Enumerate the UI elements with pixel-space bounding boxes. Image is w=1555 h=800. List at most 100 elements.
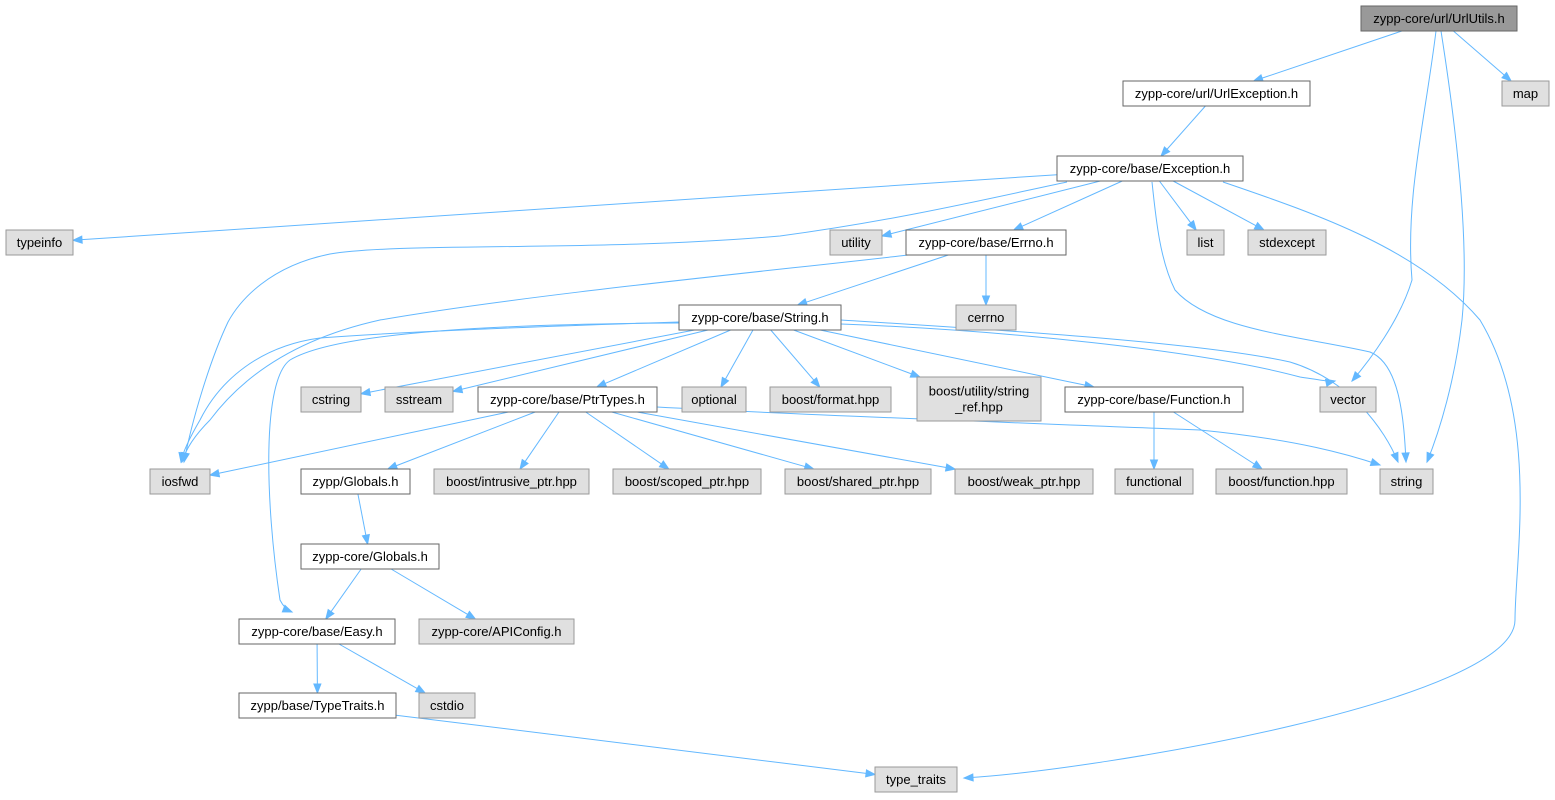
edge-exception-to-typeinfo xyxy=(71,174,1058,244)
node-label: zypp-core/base/Errno.h xyxy=(918,235,1053,250)
node-box xyxy=(5,229,74,256)
node-box xyxy=(1114,468,1194,495)
node-label: cstring xyxy=(312,392,350,407)
edge-ptrtypes-to-weak xyxy=(636,411,957,472)
node-intrusive: boost/intrusive_ptr.hpp xyxy=(433,468,590,495)
node-label: boost/shared_ptr.hpp xyxy=(797,474,919,489)
node-box xyxy=(300,543,440,570)
arrow-head-icon xyxy=(1351,371,1362,383)
node-box xyxy=(955,304,1017,331)
edge-function_h-to-boostfunction xyxy=(1173,411,1264,470)
node-box xyxy=(238,618,396,645)
edge-line xyxy=(793,329,912,375)
node-box xyxy=(612,468,762,495)
node-iosfwd: iosfwd xyxy=(149,468,211,495)
edge-string_h-to-iosfwd xyxy=(178,321,680,464)
node-box xyxy=(769,386,892,413)
node-typetraits_h[interactable]: zypp/base/TypeTraits.h xyxy=(238,692,397,719)
node-apiconfig: zypp-core/APIConfig.h xyxy=(418,618,575,645)
node-cstdio: cstdio xyxy=(418,692,476,719)
edge-line xyxy=(1172,180,1257,227)
arrow-head-icon xyxy=(865,769,877,778)
edge-line xyxy=(724,329,754,380)
node-label: functional xyxy=(1126,474,1182,489)
arrow-head-icon xyxy=(796,297,809,307)
node-errno[interactable]: zypp-core/base/Errno.h xyxy=(905,229,1067,256)
node-type_traits: type_traits xyxy=(874,766,958,793)
edge-line xyxy=(1351,30,1437,382)
arrow-head-icon xyxy=(325,608,335,621)
edge-string_h-to-boostformat xyxy=(770,329,821,389)
arrow-head-icon xyxy=(178,451,187,464)
node-typeinfo: typeinfo xyxy=(5,229,74,256)
edge-string_h-to-ptrtypes xyxy=(595,329,731,388)
node-box xyxy=(1186,229,1225,256)
edge-line xyxy=(183,181,1068,463)
edge-coreglobals-to-easy xyxy=(325,568,362,621)
edge-string_h-to-optional xyxy=(720,329,754,389)
edge-line xyxy=(1426,30,1465,463)
edge-line xyxy=(1453,30,1505,76)
edge-urlutils-to-map xyxy=(1453,30,1513,82)
arrow-head-icon xyxy=(465,610,477,620)
edge-exception-to-type_traits xyxy=(962,181,1521,782)
edge-exception-to-errno xyxy=(1012,180,1123,231)
node-box xyxy=(418,692,476,719)
node-label: zypp-core/base/String.h xyxy=(691,310,828,325)
edge-errno-to-string_h xyxy=(796,254,949,307)
edge-exception-to-list xyxy=(1158,180,1197,232)
edge-line xyxy=(390,568,468,615)
node-exception[interactable]: zypp-core/base/Exception.h xyxy=(1056,155,1244,182)
edge-line xyxy=(1151,181,1407,463)
edge-urlutils-to-string xyxy=(1426,30,1465,464)
node-label: zypp-core/base/PtrTypes.h xyxy=(490,392,645,407)
node-function_h[interactable]: zypp-core/base/Function.h xyxy=(1064,386,1244,413)
node-box xyxy=(418,618,575,645)
edge-function_h-to-functional xyxy=(1149,412,1159,471)
edge-line xyxy=(1166,105,1206,150)
node-label: utility xyxy=(841,235,871,250)
node-urlexception[interactable]: zypp-core/url/UrlException.h xyxy=(1122,80,1311,107)
edge-ptrtypes-to-intrusive xyxy=(519,411,560,471)
node-label: typeinfo xyxy=(17,235,63,250)
edge-line xyxy=(218,411,509,474)
node-string_h[interactable]: zypp-core/base/String.h xyxy=(678,304,842,331)
node-label: string xyxy=(1391,474,1423,489)
arrow-head-icon xyxy=(720,376,730,389)
edge-line xyxy=(81,174,1058,241)
edge-string_h-to-sstream xyxy=(451,329,709,394)
node-coreglobals[interactable]: zypp-core/Globals.h xyxy=(300,543,440,570)
node-box xyxy=(874,766,958,793)
node-label: zypp/Globals.h xyxy=(313,474,399,489)
node-box xyxy=(1379,468,1434,495)
node-label: boost/intrusive_ptr.hpp xyxy=(446,474,577,489)
node-ptrtypes[interactable]: zypp-core/base/PtrTypes.h xyxy=(477,386,658,413)
node-sstream: sstream xyxy=(384,386,454,413)
node-weak: boost/weak_ptr.hpp xyxy=(954,468,1094,495)
edge-line xyxy=(181,254,909,463)
edges-layer xyxy=(71,30,1521,782)
node-cerrno: cerrno xyxy=(955,304,1017,331)
arrow-head-icon xyxy=(981,295,991,307)
edge-line xyxy=(1158,180,1192,224)
edge-line xyxy=(604,329,731,384)
node-box xyxy=(1064,386,1244,413)
arrow-head-icon xyxy=(909,369,922,378)
node-zyppglobals[interactable]: zypp/Globals.h xyxy=(300,468,411,495)
edge-exception-to-stdexcept xyxy=(1172,180,1266,231)
edge-ptrtypes-to-string xyxy=(656,406,1382,467)
edge-line xyxy=(180,321,680,463)
arrow-head-icon xyxy=(1401,452,1410,464)
node-label: list xyxy=(1198,235,1214,250)
node-box xyxy=(1319,386,1377,413)
node-label: zypp/base/TypeTraits.h xyxy=(251,698,385,713)
node-label: type_traits xyxy=(886,772,946,787)
arrow-head-icon xyxy=(880,229,893,238)
node-urlutils[interactable]: zypp-core/url/UrlUtils.h xyxy=(1360,5,1518,32)
node-functional: functional xyxy=(1114,468,1194,495)
node-box xyxy=(1501,80,1550,107)
node-label: cstdio xyxy=(430,698,464,713)
arrow-head-icon xyxy=(1149,459,1159,471)
arrow-head-icon xyxy=(451,384,464,394)
node-easy[interactable]: zypp-core/base/Easy.h xyxy=(238,618,396,645)
